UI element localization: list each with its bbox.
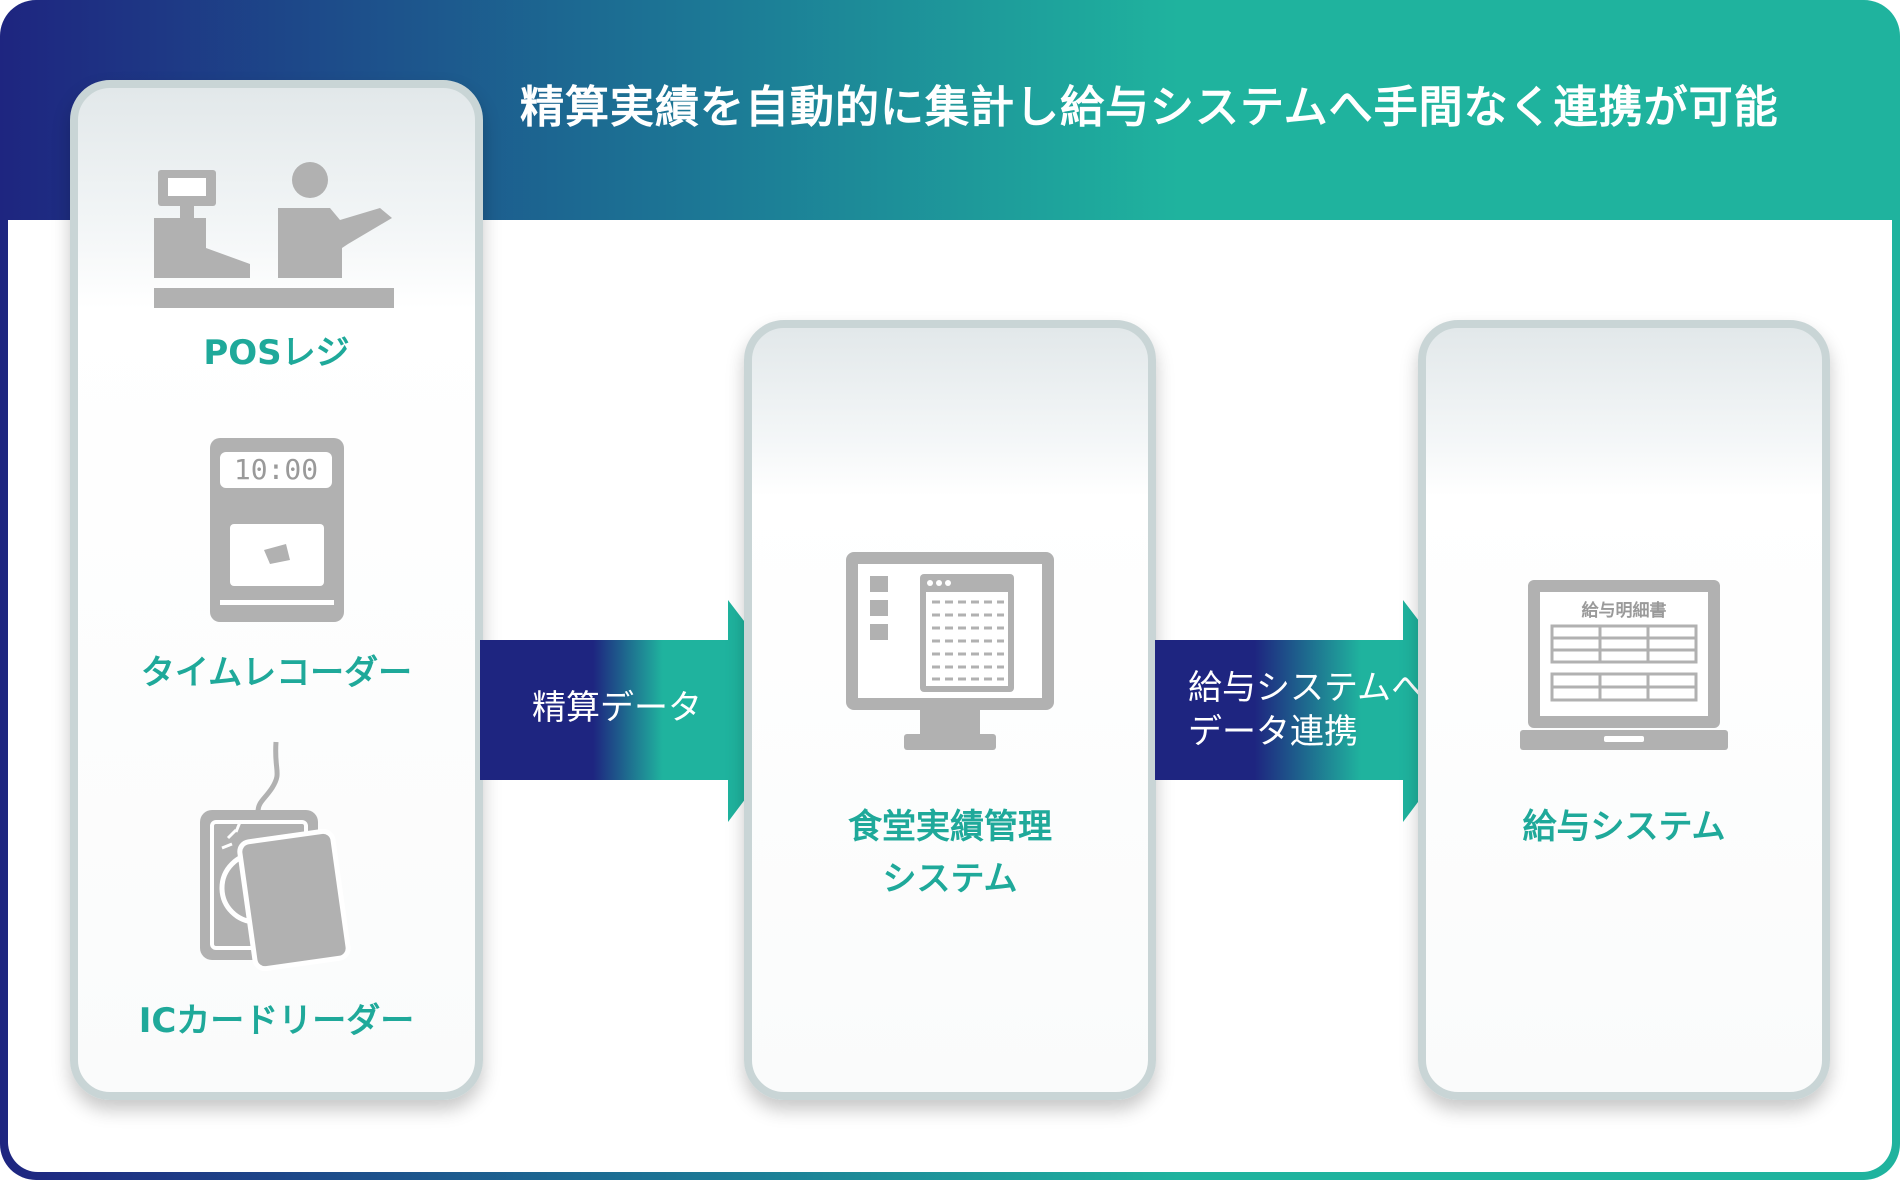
arrow-payroll-link-label-line1: 給与システムへ [1188, 668, 1425, 708]
meal-system-label-line1: 食堂実績管理 [848, 807, 1052, 847]
headline: 精算実績を自動的に集計し給与システムへ手間なく連携が可能 [520, 82, 1779, 133]
desktop-monitor-icon [846, 552, 1054, 750]
time-recorder-display: 10:00 [233, 453, 319, 486]
ic-card-reader-label: ICカードリーダー [138, 1001, 415, 1041]
arrow-settlement-data [480, 600, 812, 822]
payroll-system-label: 給与システム [1522, 807, 1726, 847]
time-recorder-icon [210, 438, 344, 622]
arrow-payroll-link-label-line2: データ連携 [1188, 712, 1358, 752]
meal-system-label-line2: システム [882, 859, 1018, 899]
time-recorder-label: タイムレコーダー [140, 653, 413, 693]
arrow-payroll-link [1155, 600, 1487, 822]
pos-register-icon [154, 162, 394, 308]
laptop-icon [1520, 580, 1728, 750]
arrow-settlement-data-label: 精算データ [532, 688, 702, 728]
pos-label: POSレジ [203, 333, 350, 373]
ic-card-reader-icon [200, 741, 351, 972]
payslip-title: 給与明細書 [1581, 601, 1667, 621]
